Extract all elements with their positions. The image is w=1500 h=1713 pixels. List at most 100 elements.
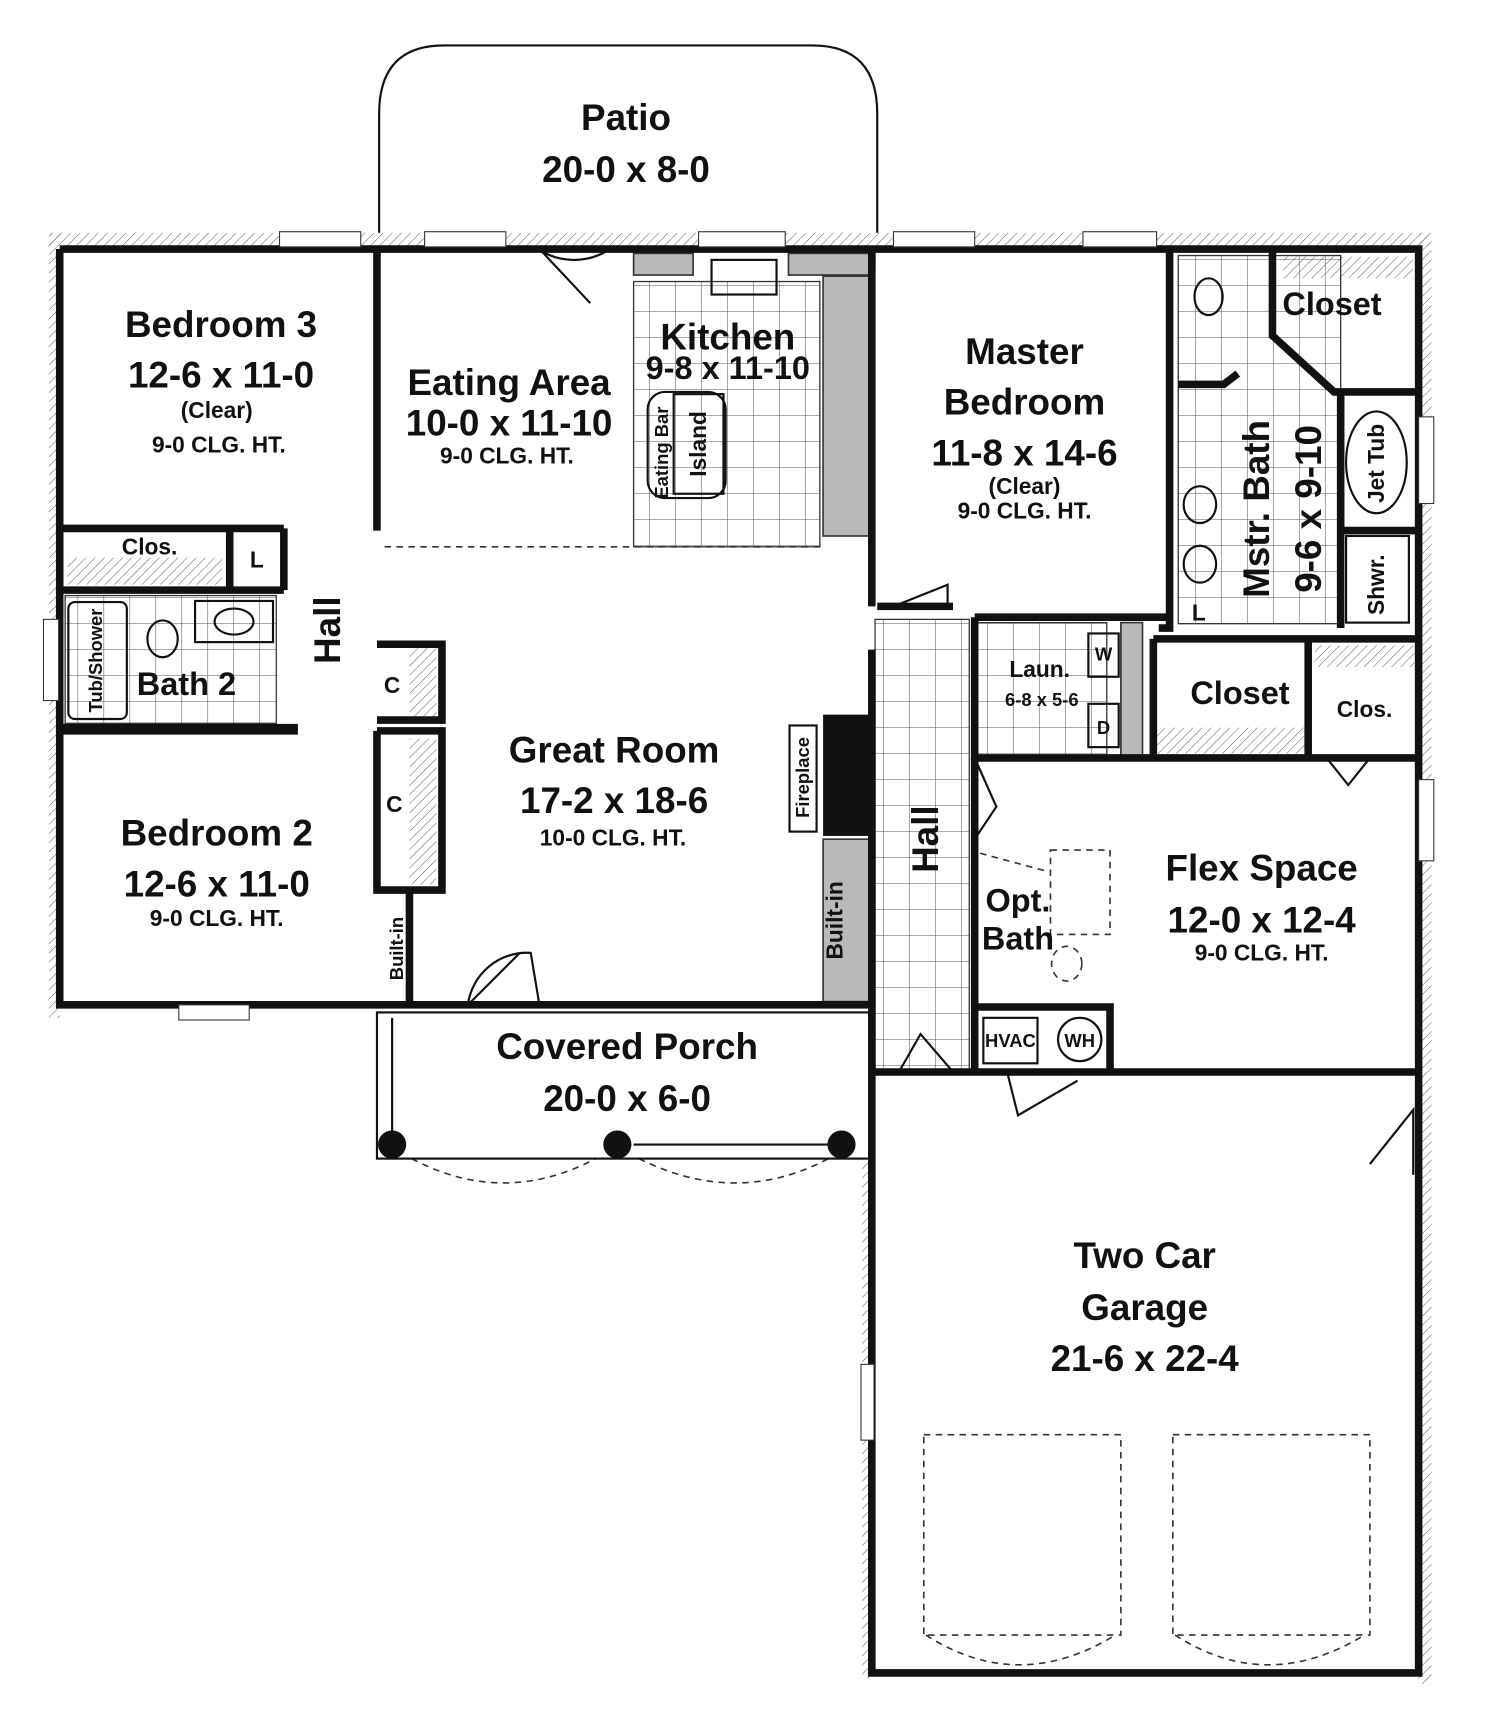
bath2-vanity xyxy=(193,599,275,644)
eating-area-name: Eating Area xyxy=(408,362,612,403)
porch-column xyxy=(827,1130,856,1159)
master-bedroom-name-1: Master xyxy=(965,331,1084,372)
walls xyxy=(55,245,1423,1677)
master-bedroom-note: (Clear) xyxy=(989,473,1061,499)
laundry-size: 6-8 x 5-6 xyxy=(1005,689,1079,710)
mid-closet-rods xyxy=(1156,727,1307,754)
island-label: Island xyxy=(685,411,711,477)
master-closet-rods xyxy=(1283,256,1414,279)
bedroom3-ceiling: 9-0 CLG. HT. xyxy=(152,432,286,458)
opt-bath-label-1: Opt. xyxy=(986,883,1051,919)
hall-closet-1-rods xyxy=(409,647,437,718)
bed3-closet-rods xyxy=(67,557,223,585)
kitchen-counter-right xyxy=(787,252,871,276)
garage-name-2: Garage xyxy=(1081,1287,1208,1328)
hall-west-name: Hall xyxy=(307,596,348,664)
master-bath-name: Mstr. Bath xyxy=(1236,420,1277,598)
porch-column xyxy=(603,1130,632,1159)
flex-space-size: 12-0 x 12-4 xyxy=(1168,899,1357,940)
great-room-name: Great Room xyxy=(509,729,720,770)
patio-size: 20-0 x 8-0 xyxy=(542,149,710,190)
master-bedroom-size: 11-8 x 14-6 xyxy=(931,433,1117,474)
hall-east-name: Hall xyxy=(905,805,946,873)
laundry-name: Laun. xyxy=(1009,656,1070,682)
doors xyxy=(411,250,1415,1666)
hall-closet-2-rods xyxy=(409,738,437,885)
garage-size: 21-6 x 22-4 xyxy=(1051,1338,1240,1379)
fireplace-box xyxy=(823,714,870,836)
opt-bath-wall xyxy=(979,852,1049,873)
great-room-ceiling: 10-0 CLG. HT. xyxy=(540,825,686,851)
jet-tub-label: Jet Tub xyxy=(1363,424,1389,503)
laundry-floor xyxy=(976,621,1108,759)
laundry-appliances xyxy=(1120,621,1144,759)
garage-door-1 xyxy=(922,1433,1122,1636)
porch-column xyxy=(378,1130,407,1159)
washer-label: W xyxy=(1095,644,1113,665)
master-bedroom-name-2: Bedroom xyxy=(944,382,1106,423)
bath2-name: Bath 2 xyxy=(137,666,236,702)
bedroom2-size: 12-6 x 11-0 xyxy=(124,864,310,905)
master-closet-name: Closet xyxy=(1282,286,1381,322)
flex-space-ceiling: 9-0 CLG. HT. xyxy=(1195,939,1329,965)
flex-space-name: Flex Space xyxy=(1165,847,1357,888)
water-heater-label: WH xyxy=(1064,1030,1095,1051)
bedroom2-ceiling: 9-0 CLG. HT. xyxy=(150,905,284,931)
hvac-label: HVAC xyxy=(985,1030,1036,1051)
bath2-sink xyxy=(213,607,255,636)
fireplace-label: Fireplace xyxy=(792,737,813,818)
windows xyxy=(42,231,1435,1441)
patio-outline xyxy=(378,44,879,233)
dryer xyxy=(1087,702,1120,749)
covered-porch-name: Covered Porch xyxy=(496,1026,758,1067)
kitchen-counter-top xyxy=(632,252,694,276)
east-clos-name: Clos. xyxy=(1337,696,1393,722)
shower-label: Shwr. xyxy=(1363,554,1389,615)
bedroom3-name: Bedroom 3 xyxy=(125,304,317,345)
opt-bath-toilet xyxy=(1050,945,1083,982)
kitchen-pantry xyxy=(822,275,871,537)
water-heater xyxy=(1056,1016,1103,1063)
master-sink-2 xyxy=(1182,544,1218,584)
covered-porch-size: 20-0 x 6-0 xyxy=(543,1078,711,1119)
bed3-closet-name: Clos. xyxy=(122,533,178,559)
bedroom3-note: (Clear) xyxy=(181,397,253,423)
bath2-tub xyxy=(67,600,128,721)
hvac-unit xyxy=(982,1016,1039,1065)
eating-bar-island xyxy=(646,390,727,500)
east-clos-rods xyxy=(1314,645,1415,668)
bath2-tub-label: Tub/Shower xyxy=(85,609,106,713)
master-toilet xyxy=(1193,277,1224,317)
master-bedroom-ceiling: 9-0 CLG. HT. xyxy=(958,498,1092,524)
garage-door-2 xyxy=(1172,1433,1371,1636)
opt-bath-shower xyxy=(1049,849,1111,936)
bed3-linen-label: L xyxy=(250,546,264,572)
eating-area-size: 10-0 x 11-10 xyxy=(406,402,613,443)
mid-closet-name: Closet xyxy=(1190,675,1289,711)
built-in-left-label: Built-in xyxy=(386,917,407,980)
built-in-right-label: Built-in xyxy=(822,881,848,959)
kitchen-sink xyxy=(710,258,778,296)
patio-name: Patio xyxy=(581,97,671,138)
shower-stall xyxy=(1345,534,1410,624)
eating-area-ceiling: 9-0 CLG. HT. xyxy=(440,442,574,468)
kitchen-size: 9-8 x 11-10 xyxy=(646,350,810,386)
bath2-toilet xyxy=(146,619,179,659)
covered-porch-outline xyxy=(375,1011,873,1160)
hall-east-floor xyxy=(874,618,970,1075)
eating-bar-label: Eating Bar xyxy=(651,407,672,499)
master-bath-size: 9-6 x 9-10 xyxy=(1288,425,1329,593)
master-bath-floor xyxy=(1177,254,1342,625)
opt-bath-label-2: Bath xyxy=(982,921,1054,957)
bedroom2-name: Bedroom 2 xyxy=(121,813,313,854)
jet-tub-basin xyxy=(1345,410,1408,515)
master-linen-label: L xyxy=(1192,599,1206,625)
fireplace-hearth xyxy=(788,724,818,833)
washer xyxy=(1087,632,1120,678)
bedroom3-size: 12-6 x 11-0 xyxy=(128,355,314,396)
dryer-label: D xyxy=(1097,717,1110,738)
master-sink-1 xyxy=(1182,485,1218,525)
kitchen-name: Kitchen xyxy=(660,317,795,358)
great-room-size: 17-2 x 18-6 xyxy=(520,780,708,821)
